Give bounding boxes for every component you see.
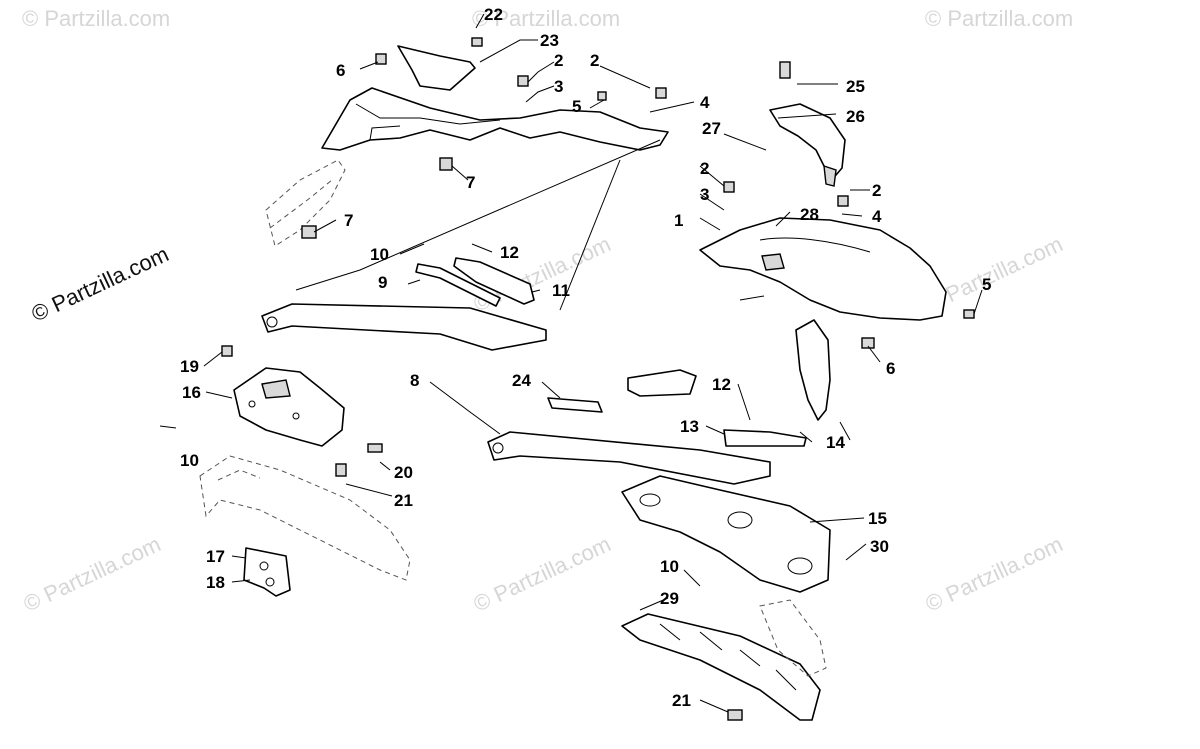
callout-23: 23 (540, 31, 559, 50)
callout-4: 4 (700, 93, 710, 112)
bracket-11 (453, 257, 535, 305)
callout-13: 13 (680, 417, 699, 436)
callout-3: 3 (700, 185, 709, 204)
leader-lines (159, 13, 983, 713)
callout-16: 16 (182, 383, 201, 402)
callout-8: 8 (410, 371, 419, 390)
callout-7: 7 (344, 211, 353, 230)
tray-15 (621, 475, 831, 593)
plate-24 (547, 397, 603, 413)
skid-plate-29 (621, 613, 821, 721)
callout-30: 30 (870, 537, 889, 556)
watermark: © Partzilla.com (470, 531, 615, 616)
callout-29: 29 (660, 589, 679, 608)
callout-19: 19 (180, 357, 199, 376)
watermark: © Partzilla.com (20, 531, 165, 616)
callout-25: 25 (846, 77, 865, 96)
callout-21: 21 (394, 491, 413, 510)
console-16 (233, 367, 345, 447)
callout-1: 1 (674, 211, 683, 230)
callout-15: 15 (868, 509, 887, 528)
callout-10: 10 (660, 557, 679, 576)
callout-22: 22 (484, 5, 503, 24)
callout-6: 6 (886, 359, 895, 378)
callout-27: 27 (702, 119, 721, 138)
callout-11: 11 (552, 281, 570, 300)
clip-14 (723, 429, 807, 447)
fasteners (221, 37, 975, 721)
left-hood-panel (321, 45, 669, 151)
callout-14: 14 (826, 433, 845, 452)
watermark: © Partzilla.com (472, 6, 620, 31)
callout-28: 28 (800, 205, 819, 224)
callout-20: 20 (394, 463, 413, 482)
callout-10: 10 (180, 451, 199, 470)
strip-9 (415, 263, 501, 307)
callout-6: 6 (336, 61, 345, 80)
callout-9: 9 (378, 273, 387, 292)
watermark: © Partzilla.com (922, 531, 1067, 616)
bracket-13 (627, 369, 697, 397)
plate-17-18 (243, 547, 291, 597)
callout-5: 5 (572, 97, 581, 116)
callout-4: 4 (872, 207, 882, 226)
callout-12: 12 (500, 243, 519, 262)
callout-2: 2 (872, 181, 881, 200)
bracket-8-upper (261, 303, 547, 351)
callout-5: 5 (982, 275, 991, 294)
callout-7: 7 (466, 173, 475, 192)
callout-12: 12 (712, 375, 731, 394)
callout-labels: 22 23 6 2 3 5 2 4 7 7 25 26 27 2 3 1 2 2… (180, 5, 991, 710)
watermark: © Partzilla.com (925, 6, 1073, 31)
callout-10: 10 (370, 245, 389, 264)
callout-21: 21 (672, 691, 691, 710)
callout-2: 2 (590, 51, 599, 70)
callout-3: 3 (554, 77, 563, 96)
dashed-frame-left (199, 455, 411, 581)
callout-24: 24 (512, 371, 531, 390)
callout-2: 2 (700, 159, 709, 178)
copyright-text: © Partzilla.com (28, 241, 173, 326)
right-hood-panel (699, 103, 947, 421)
callout-18: 18 (206, 573, 225, 592)
callout-2: 2 (554, 51, 563, 70)
watermark: © Partzilla.com (22, 6, 170, 31)
callout-17: 17 (206, 547, 225, 566)
dashed-frame-right (759, 599, 827, 677)
callout-26: 26 (846, 107, 865, 126)
dashed-hood-outline-left (265, 159, 346, 247)
bracket-8-lower (487, 431, 771, 485)
